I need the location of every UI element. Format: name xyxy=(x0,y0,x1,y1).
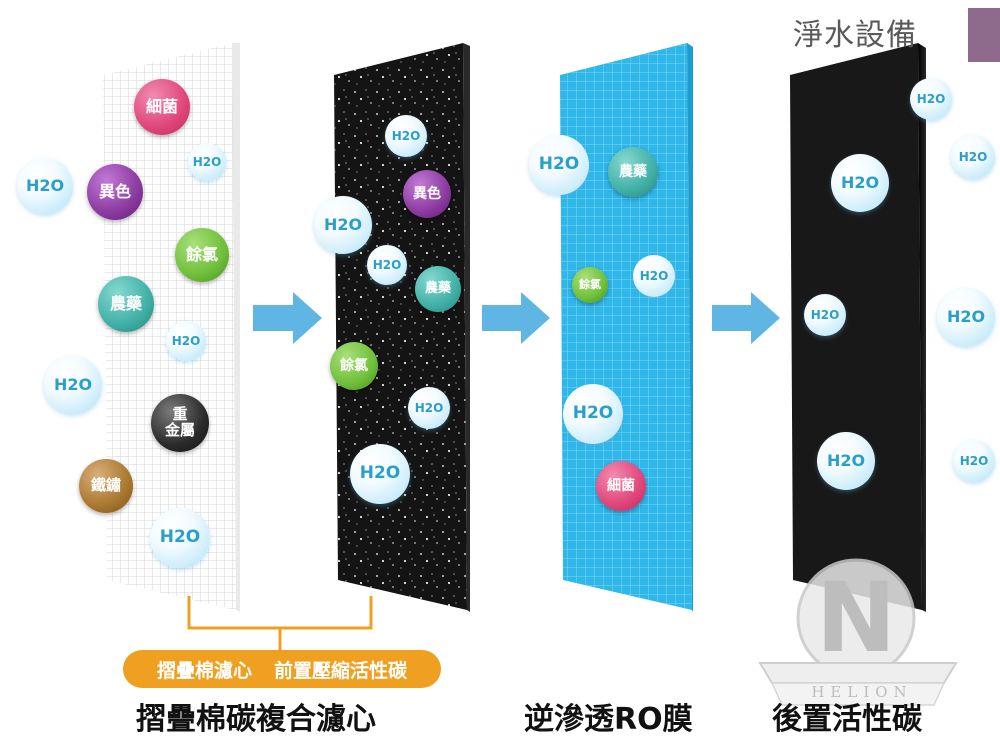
h2o-particle: H2O xyxy=(17,158,73,214)
pesticide-particle: 農藥 xyxy=(415,266,461,312)
h2o-particle: H2O xyxy=(817,432,875,490)
chlorine-particle: 餘氯 xyxy=(175,228,229,282)
pesticide-particle: 農藥 xyxy=(608,147,658,197)
pleated-cotton-label: 摺疊棉濾心 xyxy=(156,659,252,682)
h2o-particle: H2O xyxy=(188,143,226,181)
helion-logo xyxy=(758,558,958,706)
carbon-block-label: 前置壓縮活性碳 xyxy=(274,659,408,682)
h2o-particle: H2O xyxy=(831,154,889,212)
h2o-particle: H2O xyxy=(166,321,206,361)
page-title: 淨水設備 xyxy=(793,18,917,53)
chlorine-particle: 餘氯 xyxy=(330,342,378,390)
chlorine-particle: 餘氯 xyxy=(572,267,608,303)
stage-1-title: 摺疊棉碳複合濾心 xyxy=(136,702,376,737)
ro-membrane-filter xyxy=(560,43,693,612)
flow-arrow-1 xyxy=(253,292,322,344)
pesticide-particle: 農藥 xyxy=(98,276,154,332)
stage-3-title: 後置活性碳 xyxy=(772,702,922,737)
h2o-particle: H2O xyxy=(367,245,407,285)
h2o-particle: H2O xyxy=(350,444,410,504)
helion-logo-letter: N xyxy=(815,562,897,674)
h2o-particle: H2O xyxy=(563,384,623,444)
bacteria-particle: 細菌 xyxy=(134,79,190,135)
flow-arrows xyxy=(253,292,780,344)
h2o-particle: H2O xyxy=(910,78,952,120)
flow-arrow-3 xyxy=(712,292,780,344)
color-particle: 異色 xyxy=(87,164,143,220)
h2o-particle: H2O xyxy=(408,387,450,429)
h2o-particle: H2O xyxy=(529,135,589,195)
stage-bracket xyxy=(187,596,373,652)
h2o-particle: H2O xyxy=(314,196,372,254)
heavy-metal-particle: 重 金屬 xyxy=(151,394,209,452)
flow-arrow-2 xyxy=(482,292,550,344)
h2o-particle: H2O xyxy=(150,508,210,568)
h2o-particle: H2O xyxy=(633,255,675,297)
h2o-particle: H2O xyxy=(937,288,995,346)
brand-accent-bar xyxy=(968,8,1000,62)
h2o-particle: H2O xyxy=(44,356,102,414)
h2o-particle: H2O xyxy=(953,440,995,482)
stage-2-title: 逆滲透RO膜 xyxy=(524,702,693,737)
helion-logo-text: HELION xyxy=(811,683,913,701)
bacteria-particle: 細菌 xyxy=(596,461,646,511)
rust-particle: 鐵鏽 xyxy=(79,459,133,513)
color-particle: 異色 xyxy=(403,170,451,218)
h2o-particle: H2O xyxy=(951,135,995,179)
h2o-particle: H2O xyxy=(804,294,846,336)
stage-sub-label-pill: 摺疊棉濾心 前置壓縮活性碳 xyxy=(123,650,441,688)
h2o-particle: H2O xyxy=(385,115,427,157)
